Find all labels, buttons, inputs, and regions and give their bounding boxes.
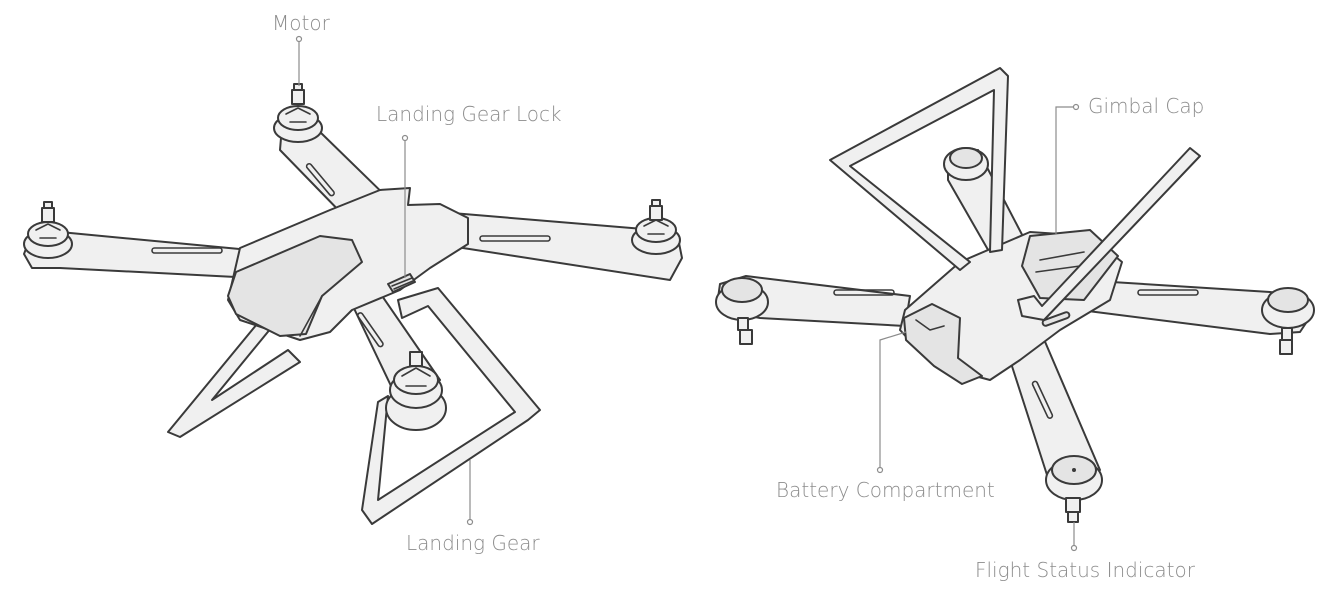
drone-bottom-view: [715, 67, 1315, 523]
label-motor: Motor: [272, 11, 330, 35]
label-landing-gear-lock: Landing Gear Lock: [376, 102, 562, 126]
motor-right: [631, 199, 681, 255]
label-gimbal-cap: Gimbal Cap: [1088, 94, 1205, 118]
arm-slots: [151, 162, 551, 348]
label-landing-gear: Landing Gear: [406, 531, 540, 555]
bottom-motor-right: [1261, 287, 1315, 355]
front-landing-gear: [361, 287, 541, 525]
drone-top-view: [23, 83, 683, 525]
motor-front: [385, 351, 447, 431]
gimbal-cap: [1021, 229, 1119, 301]
battery-top: [227, 235, 363, 337]
bottom-landing-gear: [829, 67, 1009, 271]
label-flight-status-indicator: Flight Status Indicator: [975, 558, 1195, 582]
bottom-motor-bottom: [1045, 455, 1103, 523]
motor-top: [273, 83, 323, 143]
bottom-landing-gear-2: [1017, 147, 1201, 321]
rear-landing-gear: [167, 317, 301, 438]
flight-status-indicator: [1041, 311, 1071, 327]
bottom-arm-slots: [833, 289, 1199, 419]
leader-lines: [295, 35, 1080, 552]
bottom-motor-left: [715, 277, 769, 345]
bottom-motor-top: [943, 147, 989, 181]
label-battery-compartment: Battery Compartment: [776, 478, 995, 502]
battery-compartment: [903, 303, 983, 385]
motor-left: [23, 201, 73, 259]
